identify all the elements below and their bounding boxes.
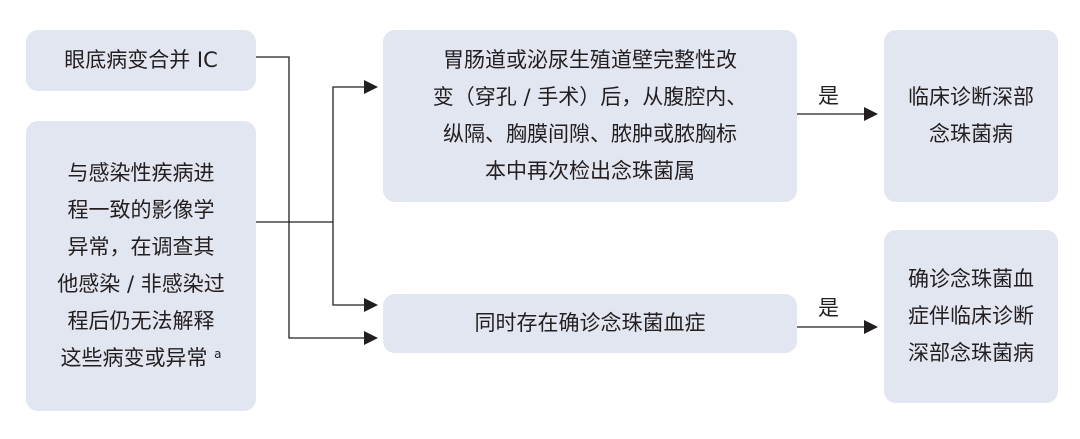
arrowhead (864, 107, 878, 121)
node-clinical-deep: 临床诊断深部 念珠菌病 (884, 30, 1058, 202)
node-text: 深部念珠菌病 (908, 341, 1034, 365)
edge-label-yes: 是 (818, 296, 839, 320)
node-text-last: 这些病变或异常 a (60, 340, 221, 377)
node-candidemia: 同时存在确诊念珠菌血症 (383, 294, 797, 353)
node-text: 症伴临床诊断 (908, 304, 1034, 328)
node-imaging: 与感染性疾病进 程一致的影像学 异常，在调查其 他感染 / 非感染过 程后仍无法… (26, 121, 256, 411)
node-text: 异常，在调查其 (67, 235, 215, 259)
arrowhead (364, 331, 378, 345)
node-text: 纵隔、胸膜间隙、脓肿或脓胸标 (443, 122, 737, 146)
node-text: 本中再次检出念珠菌属 (485, 159, 695, 183)
node-fundus: 眼底病变合并 IC (26, 30, 256, 91)
arrowhead (364, 80, 378, 94)
node-text: 同时存在确诊念珠菌血症 (474, 311, 706, 335)
connector-fundus (256, 56, 366, 339)
node-text: 程后仍无法解释 (67, 309, 215, 333)
node-text: 与感染性疾病进 (67, 161, 215, 185)
node-confirmed-clinical: 确诊念珠菌血 症伴临床诊断 深部念珠菌病 (884, 230, 1058, 403)
node-text: 这些病变或异常 (60, 346, 208, 370)
node-gi-wall: 胃肠道或泌尿生殖道壁完整性改 变（穿孔 / 手术）后，从腹腔内、 纵隔、胸膜间隙… (383, 30, 797, 202)
connector-branch (332, 86, 366, 306)
node-text: 他感染 / 非感染过 (57, 272, 225, 296)
node-text: 程一致的影像学 (67, 198, 215, 222)
arrowhead (364, 298, 378, 312)
node-text: 确诊念珠菌血 (908, 267, 1034, 291)
node-text: 变（穿孔 / 手术）后，从腹腔内、 (432, 85, 748, 109)
node-text: 胃肠道或泌尿生殖道壁完整性改 (443, 48, 737, 72)
node-text: 眼底病变合并 IC (64, 48, 218, 72)
node-text: 临床诊断深部 (908, 85, 1034, 109)
node-text: 念珠菌病 (929, 122, 1013, 146)
footnote-marker: a (214, 347, 222, 361)
arrowhead (864, 320, 878, 334)
edge-label-yes: 是 (818, 84, 839, 108)
